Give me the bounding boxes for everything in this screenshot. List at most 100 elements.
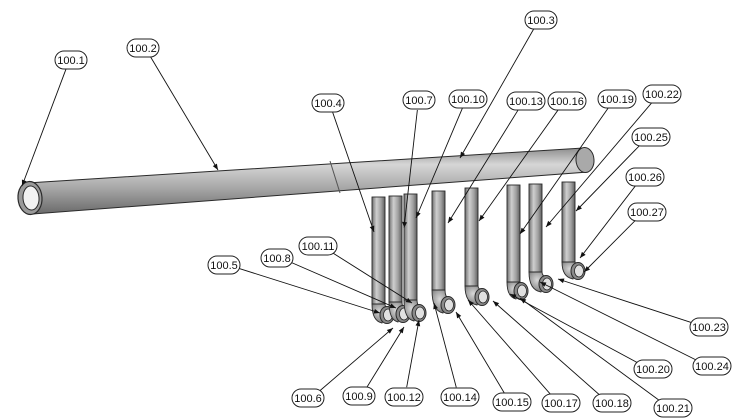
callout-100-22: 100.22	[642, 84, 682, 104]
callout-bubble	[440, 387, 480, 407]
callout-label: 100.25	[634, 132, 668, 144]
callout-label: 100.4	[314, 98, 342, 110]
callout-bubble	[126, 38, 160, 58]
leader-line-100-17	[467, 299, 552, 396]
callout-100-20: 100.20	[633, 359, 673, 379]
callout-100-2: 100.2	[126, 38, 160, 58]
arrowhead-100-4	[369, 225, 375, 232]
callout-bubble	[298, 236, 338, 256]
callout-label: 100.20	[636, 364, 670, 376]
leader-line-100-4	[332, 112, 375, 233]
callout-100-6: 100.6	[291, 388, 325, 408]
arrowhead-100-13	[448, 216, 454, 223]
callout-100-27: 100.27	[627, 202, 667, 222]
arrowhead-100-1	[21, 179, 27, 186]
leader-line-100-18	[492, 300, 602, 397]
arrowhead-100-5	[373, 308, 380, 314]
callout-100-23: 100.23	[689, 317, 729, 337]
callout-label: 100.11	[302, 241, 335, 253]
callout-100-25: 100.25	[631, 127, 671, 147]
leader-line-100-13	[447, 109, 519, 224]
callout-100-5: 100.5	[207, 255, 241, 275]
leader-line-100-27	[583, 218, 638, 273]
drop-pipe-5	[464, 187, 490, 306]
callout-label: 100.18	[595, 398, 629, 410]
callout-bubble	[207, 255, 241, 275]
arrowhead-100-21	[520, 298, 527, 304]
callout-label: 100.17	[544, 398, 578, 410]
callout-bubble	[592, 393, 632, 413]
callout-100-24: 100.24	[692, 356, 732, 376]
callout-label: 100.10	[451, 94, 485, 106]
callout-bubble	[653, 398, 693, 418]
callout-bubble	[547, 91, 587, 111]
drop-pipe-6	[506, 184, 529, 300]
arrowhead-100-17	[468, 300, 474, 307]
callout-bubble	[448, 89, 488, 109]
callout-bubble	[384, 387, 424, 407]
callout-label: 100.5	[210, 260, 238, 272]
leader-line-100-15	[455, 311, 505, 394]
leader-line-100-20	[509, 293, 641, 365]
callout-100-16: 100.16	[547, 91, 587, 111]
drop-pipes	[371, 181, 586, 324]
callout-100-9: 100.9	[342, 386, 376, 406]
drop-pipe-3	[403, 193, 427, 322]
arrowhead-100-22	[546, 220, 552, 227]
leader-line-100-26	[579, 184, 637, 259]
callout-bubble	[402, 90, 436, 110]
callout-100-13: 100.13	[506, 91, 546, 111]
callout-bubble	[541, 393, 581, 413]
leader-line-100-19	[519, 106, 610, 235]
callout-100-10: 100.10	[448, 89, 488, 109]
callout-label: 100.7	[405, 95, 433, 107]
callout-100-7: 100.7	[402, 90, 436, 110]
callout-bubble	[524, 10, 558, 30]
callout-100-18: 100.18	[592, 393, 632, 413]
callout-bubble	[54, 50, 88, 70]
callout-bubble	[689, 317, 729, 337]
callout-label: 100.21	[656, 403, 690, 415]
callout-labels: 100.1100.2100.3100.4100.5100.6100.7100.8…	[54, 10, 732, 418]
callout-100-11: 100.11	[298, 236, 338, 256]
arrowhead-100-11	[405, 297, 412, 303]
callout-bubble	[506, 91, 546, 111]
callout-100-14: 100.14	[440, 387, 480, 407]
arrowhead-100-20	[510, 294, 517, 299]
callout-100-21: 100.21	[653, 398, 693, 418]
arrowhead-100-12	[415, 320, 421, 327]
arrowhead-100-3	[460, 151, 466, 158]
callout-label: 100.9	[345, 391, 373, 403]
leader-line-100-24	[539, 281, 700, 363]
callout-bubble	[311, 93, 345, 113]
callout-label: 100.8	[263, 253, 291, 265]
leader-line-100-22	[545, 101, 654, 228]
arrowhead-100-2	[212, 163, 218, 170]
arrowhead-100-18	[493, 301, 500, 307]
leader-line-100-1	[21, 69, 67, 187]
callout-bubble	[291, 388, 325, 408]
leader-line-100-25	[575, 143, 642, 212]
leader-line-100-16	[478, 108, 560, 222]
callout-label: 100.15	[495, 397, 529, 409]
callout-100-19: 100.19	[597, 89, 637, 109]
callout-label: 100.19	[600, 94, 634, 106]
callout-100-26: 100.26	[625, 167, 665, 187]
callout-bubble	[631, 127, 671, 147]
leader-line-100-23	[557, 278, 696, 325]
header-pipe-open-end	[17, 180, 43, 216]
drop-pipe-2	[388, 195, 411, 323]
arrowhead-100-15	[456, 312, 462, 319]
leader-line-100-10	[415, 107, 463, 219]
callout-100-17: 100.17	[541, 393, 581, 413]
arrowhead-100-14	[433, 303, 438, 310]
callout-label: 100.13	[509, 96, 543, 108]
arrowhead-100-19	[520, 227, 526, 234]
arrowhead-100-9	[398, 327, 404, 334]
leader-line-100-11	[329, 250, 413, 304]
callout-label: 100.3	[527, 15, 555, 27]
callout-bubble	[260, 248, 294, 268]
leader-line-100-7	[403, 109, 418, 229]
